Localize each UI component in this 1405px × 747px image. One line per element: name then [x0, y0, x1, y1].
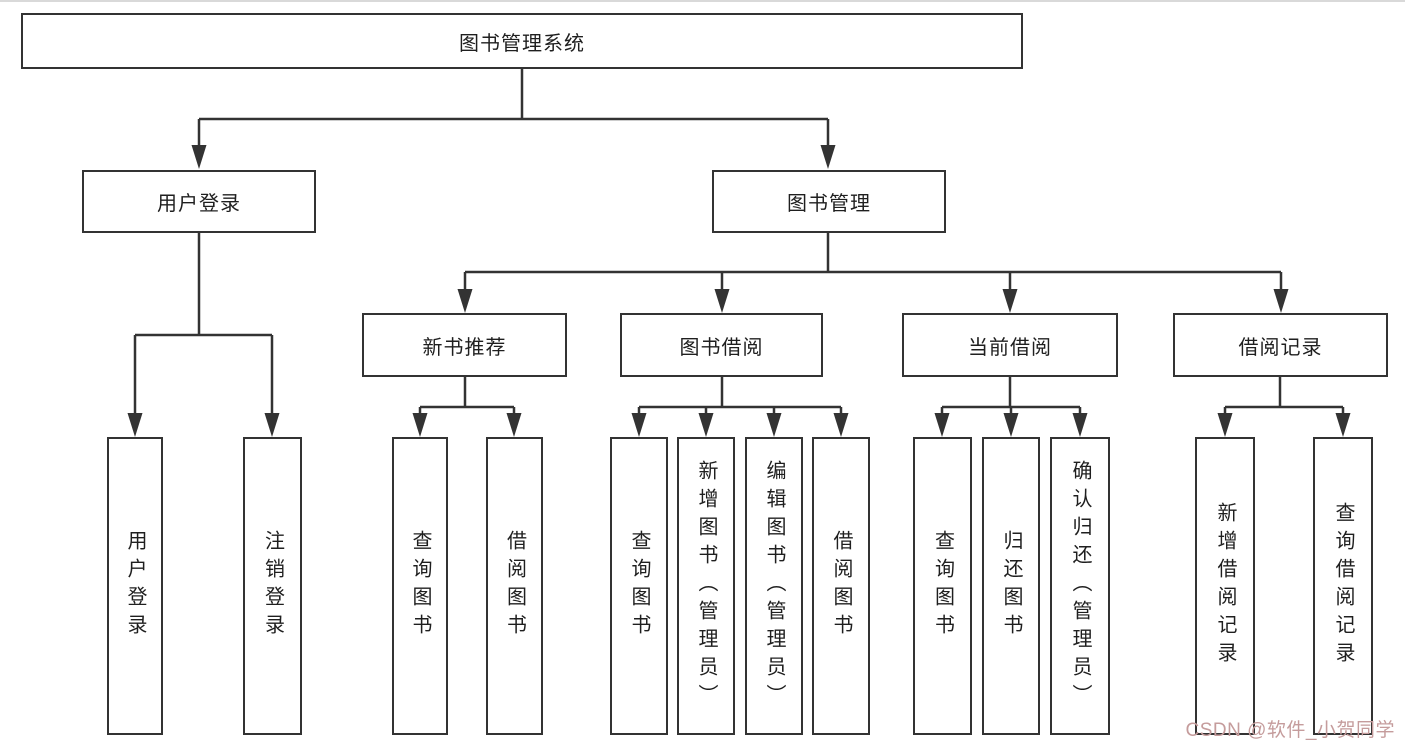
- node-current-borrow: 当前借阅: [902, 313, 1118, 377]
- node-label: 查询图书: [931, 530, 954, 642]
- leaf-user-login: 用户登录: [107, 437, 163, 735]
- node-book-management: 图书管理: [712, 170, 946, 233]
- node-label: 新增借阅记录: [1214, 502, 1236, 670]
- node-label: 新书推荐: [422, 336, 507, 359]
- node-label: 借阅记录: [1238, 336, 1323, 359]
- node-label: 用户登录: [124, 530, 146, 642]
- leaf-query-borrow-record: 查询借阅记录: [1313, 437, 1373, 735]
- leaf-add-book-admin: 新增图书（管理员）: [677, 437, 735, 735]
- node-new-book-recommend: 新书推荐: [362, 313, 567, 377]
- node-label: 借阅图书: [830, 530, 852, 642]
- node-book-borrow: 图书借阅: [620, 313, 823, 377]
- node-user-login: 用户登录: [82, 170, 316, 233]
- node-label: 查询借阅记录: [1332, 502, 1354, 670]
- node-label: 编辑图书（管理员）: [763, 460, 785, 712]
- node-root: 图书管理系统: [21, 13, 1023, 69]
- page-top-divider: [0, 0, 1405, 2]
- node-label: 查询图书: [409, 530, 431, 642]
- leaf-add-borrow-record: 新增借阅记录: [1195, 437, 1255, 735]
- leaf-logout: 注销登录: [243, 437, 302, 735]
- node-label: 查询图书: [628, 530, 650, 642]
- node-label: 归还图书: [1000, 530, 1022, 642]
- leaf-query-books-3: 查询图书: [913, 437, 972, 735]
- node-label: 确认归还（管理员）: [1069, 460, 1091, 712]
- leaf-confirm-return-admin: 确认归还（管理员）: [1050, 437, 1110, 735]
- node-label: 当前借阅: [968, 336, 1052, 359]
- node-label: 注销登录: [261, 530, 284, 642]
- node-label: 图书借阅: [679, 336, 764, 359]
- leaf-borrow-books-2: 借阅图书: [812, 437, 870, 735]
- leaf-return-book: 归还图书: [982, 437, 1040, 735]
- node-label: 图书管理系统: [459, 32, 585, 55]
- node-label: 用户登录: [157, 193, 241, 215]
- node-label: 图书管理: [787, 193, 871, 215]
- leaf-borrow-books-1: 借阅图书: [486, 437, 543, 735]
- node-label: 借阅图书: [503, 530, 526, 642]
- watermark: CSDN @软件_小贺同学: [1185, 720, 1395, 741]
- leaf-query-books-2: 查询图书: [610, 437, 668, 735]
- node-label: 新增图书（管理员）: [695, 460, 717, 712]
- leaf-edit-book-admin: 编辑图书（管理员）: [745, 437, 803, 735]
- leaf-query-books-1: 查询图书: [392, 437, 448, 735]
- node-borrow-record: 借阅记录: [1173, 313, 1388, 377]
